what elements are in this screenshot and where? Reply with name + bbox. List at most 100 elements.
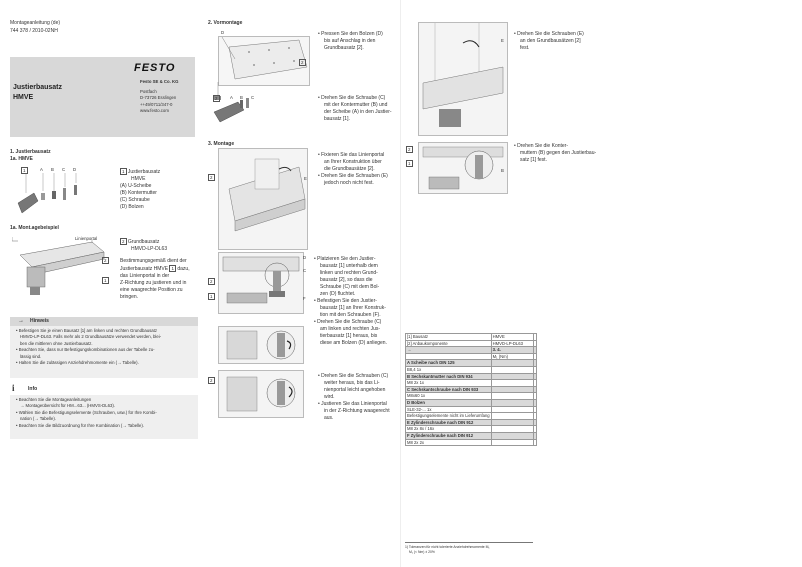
screw-assembly-drawing [213,82,249,123]
label-b: B [501,168,504,173]
label-c: C [251,95,255,100]
table-row: C Sechskantschraube nach DIN 933 [405,385,538,394]
callout-2: 2 [102,257,109,264]
table-cell [532,398,538,407]
address-line: ++49/0711/347-0 [140,101,173,107]
table-cell [532,412,538,420]
table-cell: SLE-32-... 1x [405,405,492,414]
table-cell: → [405,346,492,354]
title-block: Justierbausatz HMVE FESTO Festo SE & Co.… [10,57,195,137]
address-line: www.festo.com [140,108,169,114]
portal-mount-drawing [218,148,308,250]
section-1a-heading: 1a. HMVE [10,156,33,162]
callout-c: C [62,167,66,172]
table-cell [490,359,534,367]
title-line-2: HMVE [13,94,34,101]
footnote: 1) Toleranzen für nicht tolerierte Anzie… [405,545,490,554]
info-line: nation (→ Tabelle). [20,416,56,422]
tighten-screws-drawing [418,22,508,136]
label-b: B [240,95,243,100]
festo-logo: FESTO [134,62,176,74]
table-cell [490,372,534,381]
table-cell: C Sechskantschraube nach DIN 933 [405,385,492,394]
label-2: 2 [208,377,215,384]
callout-a: A [40,167,43,172]
doc-number: 744 378 / 2010-02NH [10,28,58,34]
table-cell: [2] Anbaukomponente [405,339,492,348]
label-1: 1 [406,160,413,167]
table-cell [490,379,534,387]
label-a: A [230,95,233,100]
label-d: D [221,30,225,35]
table-row: SLE-32-... 1x [405,405,538,414]
info-box: • Beachten Sie die Montageanleitungen → … [10,395,198,439]
table-row: M8x60 1x [405,392,538,400]
table-cell: D Bolzen [405,398,492,407]
table-cell [532,339,538,348]
intended-use-text: Bestimmungsgemäß dient der Justierbausat… [120,258,190,300]
table-row: M8 2x 1x [405,379,538,387]
table-cell [532,365,538,374]
hinweis-line: • Beachten Sie, dass nur Befestigungskom… [16,347,155,353]
table-cell: A Scheibe nach DIN 125 [405,359,492,367]
table-cell [532,418,538,427]
table-row: M₁ (Nm) [405,352,538,361]
table-cell [532,379,538,387]
base-kit-drawing [218,36,310,86]
table-row: M8 2x 8x / 16x [405,425,538,433]
table-row: A Scheibe nach DIN 125 [405,359,538,367]
table-cell [532,425,538,433]
table-cell: M8 2x 8x / 16x [405,425,492,433]
montage-step-1: • Fixieren Sie das Linienportal an Ihrer… [318,152,388,186]
label-f: F [303,296,306,301]
right-step-1: • Drehen Sie die Schrauben (E) an den Gr… [514,31,584,51]
montage-step-3: • Drehen Sie die Schrauben (C) weiter he… [318,373,390,421]
table-cell: HMVD-LP-DL63 [490,339,534,348]
footnote-line-1: Toleranzen für nicht tolerierte Anziehdr… [408,545,490,549]
table-cell: B Sechskantmutter nach DIN 934 [405,372,492,381]
label-2: 2 [299,59,306,66]
section-example-heading: 1a. Mont.agebeispiel [10,225,59,231]
table-cell [532,405,538,414]
table-cell [490,431,534,440]
table-row: Befestigungselemente nicht im Lieferumfa… [405,412,538,420]
table-cell: E Zylinderschraube nach DIN 912 [405,418,492,427]
kit-legend: 1 Justierbausatz HMVE (A) U-Scheibe (B) … [120,168,161,210]
table-cell [532,359,538,367]
footnote-number: 1) [405,545,409,549]
table-cell [490,392,534,400]
callout-1: 1 [21,167,28,174]
title-line-1: Justierbausatz [13,84,63,91]
table-row: E Zylinderschraube nach DIN 912 [405,418,538,427]
table-row: M8 2x 2x [405,438,538,447]
table-cell [532,346,538,354]
info-line: • Wählen Sie die Befestigungselemente (S… [16,409,157,415]
screw-adjust-drawing-2 [218,370,304,418]
vormontage-step-2: • Drehen Sie die Schraube (C) mit der Ko… [318,95,392,122]
table-cell [490,398,534,407]
table-cell [532,431,538,440]
vormontage-heading: 2. Vormontage [208,20,243,26]
table-cell [532,372,538,381]
table-cell [490,365,534,374]
portal-drawing [12,237,105,295]
callout-d: D [73,167,77,172]
base-kit-legend: 2 Grundbausatz HMVD-LP-DL63 [120,238,168,252]
info-icon: i [12,383,15,393]
screw-adjust-drawing-1 [218,326,304,364]
address-line: Postfach [140,89,157,94]
table-cell [532,392,538,400]
info-title: Info [28,386,38,392]
label-2: 2 [213,95,220,102]
callout-b: B [51,167,54,172]
address-line: D-73726 Esslingen [140,95,177,101]
table-cell [490,418,534,427]
table-row: →3. 4. [405,346,538,354]
montage-step-2: • Platzieren Sie den Justier- bausatz [1… [314,256,387,346]
table-cell: F Zylinderschraube nach DIN 912 [405,431,492,440]
table-cell: 3. 4. [490,346,534,354]
table-cell [490,425,534,433]
table-cell [490,385,534,394]
